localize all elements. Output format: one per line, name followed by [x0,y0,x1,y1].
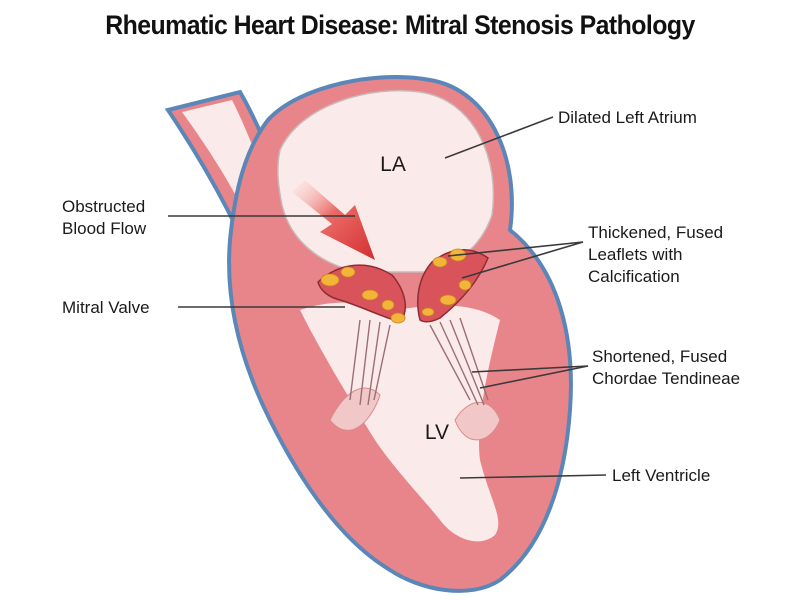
calcification-deposits [320,248,472,324]
label-thickened-line3: Calcification [588,267,680,286]
label-chordae-line1: Shortened, Fused [592,347,727,366]
flow-arrow-icon [292,180,375,260]
label-obstructed-flow-line2: Blood Flow [62,219,147,238]
papillary-muscles [329,387,501,441]
leader-thickened-2 [461,241,584,279]
label-thickened-line2: Leaflets with [588,245,683,264]
chordae-tendineae [349,317,489,406]
lv-chamber-label: LV [425,421,449,444]
leader-chordae-2 [479,365,589,389]
leader-thickened-1 [447,241,584,257]
leader-left-ventricle [459,474,607,479]
page-title: Rheumatic Heart Disease: Mitral Stenosis… [105,10,695,40]
label-mitral-valve: Mitral Valve [62,298,150,317]
leader-chordae-1 [471,365,589,373]
leader-lines [168,116,607,479]
leader-dilated-atrium [444,116,554,159]
la-chamber-label: LA [380,153,406,176]
label-left-ventricle: Left Ventricle [612,466,710,485]
label-obstructed-flow-line1: Obstructed [62,197,145,216]
label-dilated-left-atrium: Dilated Left Atrium [558,108,697,127]
label-thickened-line1: Thickened, Fused [588,223,723,242]
label-chordae-line2: Chordae Tendineae [592,369,740,388]
left-atrium [277,89,495,273]
